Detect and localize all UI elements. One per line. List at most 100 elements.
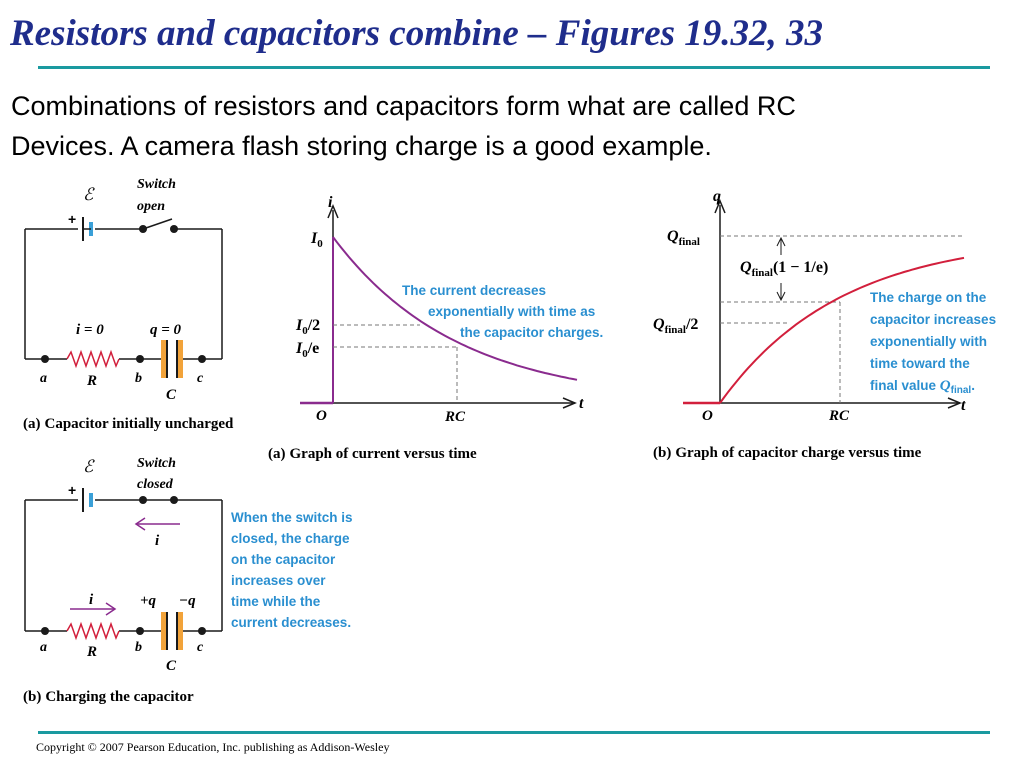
circuit-b-wires xyxy=(24,499,223,632)
resistor-a-label: R xyxy=(86,373,97,389)
e-rest: /e xyxy=(307,340,320,357)
graph-charge-y-arrow-icon xyxy=(714,199,726,214)
circuit-b-annotation-line: closed, the charge xyxy=(231,531,350,546)
half-main: I xyxy=(295,317,303,334)
half-rest: /2 xyxy=(307,317,320,334)
body-line-1: Combinations of resistors and capacitors… xyxy=(11,91,796,121)
plus-q-label: +q xyxy=(140,593,157,609)
circuit-b-caption-text: Charging the capacitor xyxy=(45,689,194,705)
i0-main: I xyxy=(310,230,318,247)
circuit-b-annotation-line: When the switch is xyxy=(231,510,353,525)
capacitor-a-label: C xyxy=(166,387,177,403)
half-sub: 0 xyxy=(302,325,308,337)
node-b-c-dot xyxy=(198,627,206,635)
graph-charge-annotation-line: exponentially with xyxy=(870,334,987,349)
charge-zero-label: q = 0 xyxy=(150,322,182,338)
graph-current: i t O RC I0 I0/2 I0/e The current decrea… xyxy=(268,194,603,462)
node-b-label: b xyxy=(135,371,142,386)
switch-b-label-2: closed xyxy=(137,477,174,492)
annotation-q-sub: final xyxy=(951,385,972,396)
graph-charge-half-label: Qfinal/2 xyxy=(653,316,698,336)
e-main: I xyxy=(295,340,303,357)
circuit-b-caption: (b)Charging the capacitor xyxy=(23,689,194,705)
graph-current-caption-tag: (a) xyxy=(268,446,286,462)
qhalf-main: Q xyxy=(653,316,665,333)
node-c-label: c xyxy=(197,371,204,386)
circuit-a-caption: (a)Capacitor initially uncharged xyxy=(23,416,234,432)
circuit-b-caption-tag: (b) xyxy=(23,689,41,705)
graph-current-annotation-line: exponentially with time as xyxy=(428,304,595,319)
node-b-b-label: b xyxy=(135,640,142,655)
graph-current-guides xyxy=(333,324,458,403)
graph-charge-y-label: q xyxy=(713,188,721,205)
graph-charge-x-label: t xyxy=(961,397,966,414)
graph-charge-annotation: The charge on the capacitor increases ex… xyxy=(870,290,996,396)
graph-current-annotation-line: The current decreases xyxy=(402,283,546,298)
resistor-a xyxy=(66,349,120,369)
annotation-final-text: final value xyxy=(870,378,940,393)
graph-charge-x-arrow-icon xyxy=(947,397,962,409)
node-b-a-dot xyxy=(41,627,49,635)
graph-current-x-label: t xyxy=(579,395,584,412)
graph-current-y-label: i xyxy=(328,194,333,211)
graph-charge-origin: O xyxy=(702,408,713,424)
graph-current-caption-text: Graph of current versus time xyxy=(290,446,478,462)
minus-q-label: −q xyxy=(179,593,196,609)
graph-charge-qfinal-label: Qfinal xyxy=(667,228,700,248)
annotation-q: Q xyxy=(940,378,951,394)
qfinal-main: Q xyxy=(667,228,679,245)
node-b-a-label: a xyxy=(40,640,47,655)
node-b-c-label: c xyxy=(197,640,204,655)
bracket-rest: (1 − 1/e) xyxy=(773,259,828,276)
resistor-b-label: R xyxy=(86,644,97,660)
graph-charge-caption-text: Graph of capacitor charge versus time xyxy=(675,445,921,461)
battery-b-plus: + xyxy=(68,482,76,498)
switch-a-label-2: open xyxy=(137,199,165,214)
circuit-a-wires xyxy=(24,228,223,360)
graph-current-annotation-line: the capacitor charges. xyxy=(460,325,603,340)
body-line-2: Devices. A camera flash storing charge i… xyxy=(11,131,712,161)
node-a-label: a xyxy=(40,371,47,386)
resistor-b xyxy=(66,621,120,641)
bracket-sub: final xyxy=(752,267,773,279)
current-arrow-top-icon xyxy=(134,517,180,531)
current-top-label: i xyxy=(155,533,160,549)
switch-b-label-1: Switch xyxy=(137,456,176,471)
graph-current-x-arrow-icon xyxy=(562,397,577,409)
graph-charge-caption-tag: (b) xyxy=(653,445,671,461)
qhalf-sub: final xyxy=(665,324,686,336)
battery-b xyxy=(82,488,93,512)
slide-title: Resistors and capacitors combine – Figur… xyxy=(10,13,824,54)
graph-charge-bracket-arrows-icon xyxy=(776,236,786,302)
current-arrow-bottom-icon xyxy=(70,602,117,616)
capacitor-a xyxy=(161,340,183,378)
graph-current-annotation: The current decreases exponentially with… xyxy=(402,283,603,340)
title-divider xyxy=(38,66,990,69)
circuit-b: + ℰ Switch closed i i +q −q xyxy=(23,456,353,705)
graph-charge-annotation-line: capacitor increases xyxy=(870,312,996,327)
circuit-a-caption-text: Capacitor initially uncharged xyxy=(45,416,235,432)
graph-current-caption: (a)Graph of current versus time xyxy=(268,446,477,462)
graph-charge-bracket-label: Qfinal(1 − 1/e) xyxy=(740,259,828,279)
graph-current-origin: O xyxy=(316,408,327,424)
switch-a xyxy=(139,218,178,233)
graph-charge-caption: (b)Graph of capacitor charge versus time xyxy=(653,445,922,461)
graph-charge-annotation-line: The charge on the xyxy=(870,290,987,305)
graph-charge: q t O RC Qfinal Qfinal(1 − 1/e) Qfinal/2… xyxy=(653,188,996,461)
circuit-b-annotation-line: on the capacitor xyxy=(231,552,336,567)
emf-a-label: ℰ xyxy=(83,185,95,204)
switch-b xyxy=(139,496,178,504)
graph-current-y-arrow-icon xyxy=(327,204,339,219)
circuit-b-annotation: When the switch is closed, the charge on… xyxy=(231,510,353,630)
qhalf-rest: /2 xyxy=(685,316,698,333)
graph-current-e-label: I0/e xyxy=(295,340,319,360)
node-c-dot xyxy=(198,355,206,363)
qfinal-sub: final xyxy=(679,236,700,248)
e-sub: 0 xyxy=(302,348,308,360)
copyright-footer: Copyright © 2007 Pearson Education, Inc.… xyxy=(36,740,390,754)
i0-sub: 0 xyxy=(317,238,323,250)
graph-charge-annotation-line: final value Qfinal. xyxy=(870,378,975,396)
battery-a-plus: + xyxy=(68,211,76,227)
circuit-a-caption-tag: (a) xyxy=(23,416,41,432)
